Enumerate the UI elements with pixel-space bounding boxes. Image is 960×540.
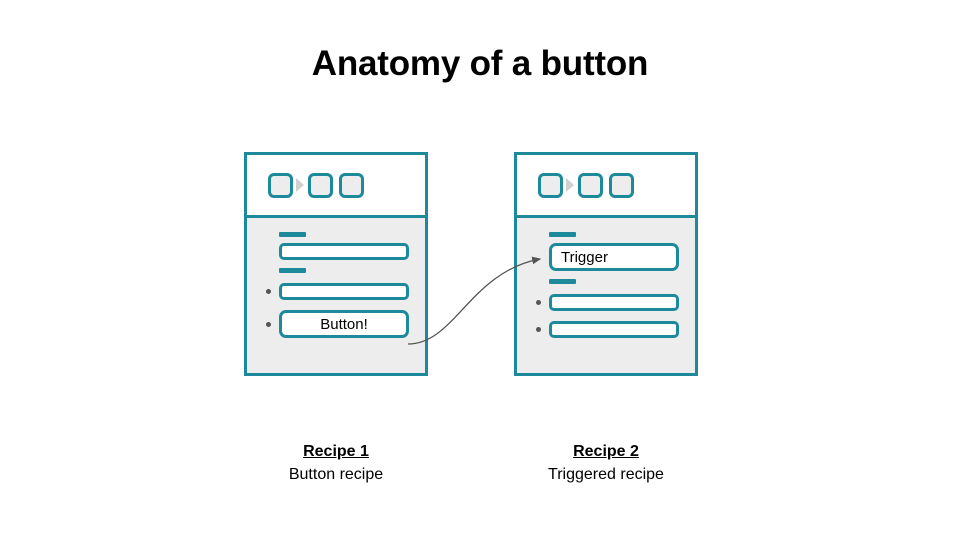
field-row[interactable]	[279, 243, 409, 260]
caret-right-icon	[566, 178, 574, 192]
caption-subtitle: Button recipe	[288, 466, 384, 483]
field-row[interactable]	[549, 321, 679, 338]
bullet-dot-icon	[266, 289, 271, 294]
caption-recipe-2: Recipe 2 Triggered recipe	[486, 441, 726, 486]
dash-label	[279, 268, 306, 273]
dash-label	[549, 279, 576, 284]
card-1-body: Button!	[244, 218, 428, 376]
caption-title: Recipe 2	[573, 443, 639, 460]
card-2-body: Trigger	[514, 218, 698, 376]
bulleted-field-row	[531, 294, 681, 311]
bulleted-field-row	[261, 283, 411, 300]
card-2-toolbar	[514, 152, 698, 218]
caption-subtitle: Triggered recipe	[548, 466, 664, 483]
card-1-toolbar	[244, 152, 428, 218]
field-row[interactable]	[279, 283, 409, 300]
recipe-card-2: Trigger	[514, 152, 698, 376]
square-icon[interactable]	[578, 172, 603, 198]
field-row[interactable]	[549, 294, 679, 311]
square-icon[interactable]	[339, 172, 364, 198]
caret-right-icon	[296, 178, 304, 192]
dash-label	[549, 232, 576, 237]
button-field[interactable]: Button!	[279, 310, 409, 338]
trigger-field[interactable]: Trigger	[549, 243, 679, 271]
square-icon[interactable]	[308, 172, 333, 198]
bullet-dot-icon	[266, 321, 271, 327]
square-icon[interactable]	[538, 172, 563, 198]
bullet-dot-icon	[536, 300, 541, 305]
square-icon[interactable]	[268, 172, 293, 198]
caption-recipe-1: Recipe 1 Button recipe	[216, 441, 456, 486]
bullet-dot-icon	[536, 327, 541, 332]
dash-label	[279, 232, 306, 237]
bulleted-field-row	[531, 321, 681, 338]
slide-title: Anatomy of a button	[311, 44, 649, 83]
caption-title: Recipe 1	[303, 443, 369, 460]
bulleted-button-row: Button!	[261, 310, 411, 338]
square-icon[interactable]	[609, 172, 634, 198]
recipe-card-1: Button!	[244, 152, 428, 376]
